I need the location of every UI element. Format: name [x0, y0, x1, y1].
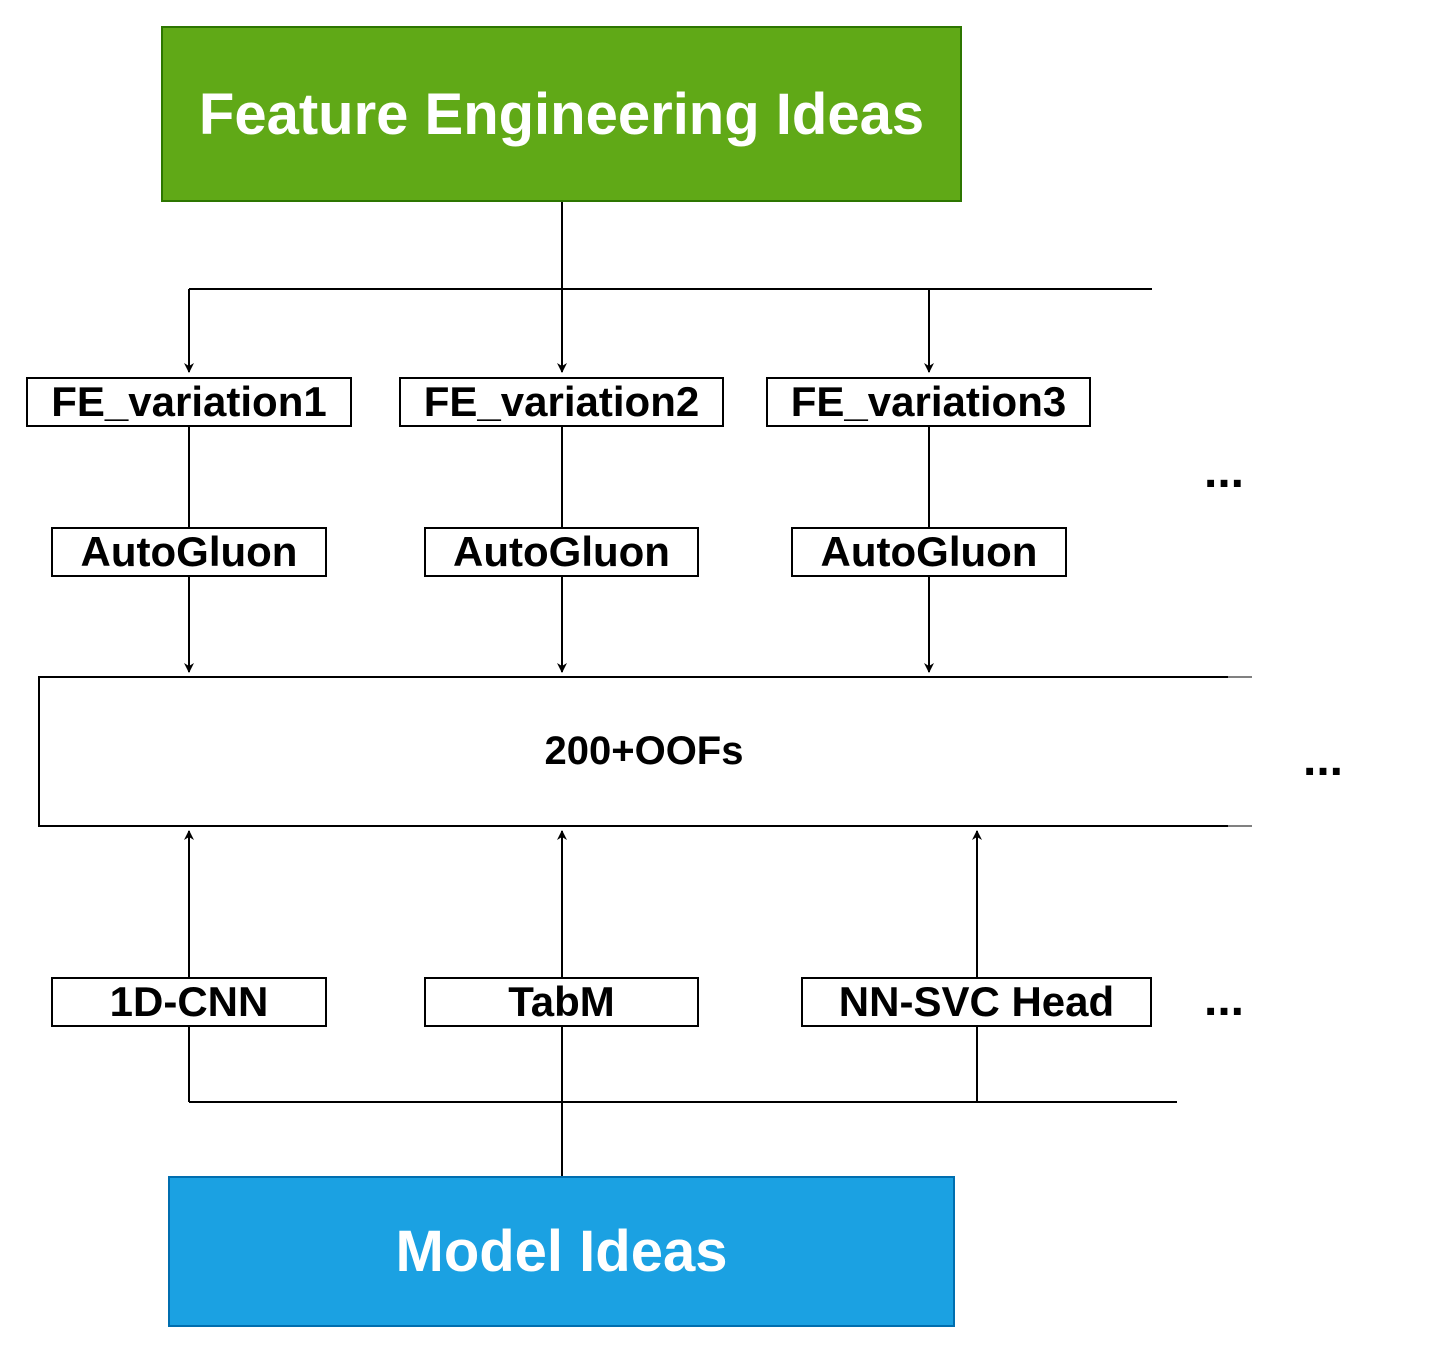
feature-engineering-ideas-label: Feature Engineering Ideas	[198, 81, 925, 147]
model-box-3: NN-SVC Head	[801, 977, 1152, 1027]
oof-pool-box: 200+OOFs	[38, 676, 1228, 827]
fe-variation-box-3: FE_variation3	[766, 377, 1091, 427]
model-label-3: NN-SVC Head	[838, 978, 1115, 1025]
learner-label-1: AutoGluon	[80, 528, 298, 575]
fe-variation-label-2: FE_variation2	[423, 378, 700, 425]
pool-ellipsis: ...	[1303, 733, 1344, 786]
fe-variation-box-2: FE_variation2	[399, 377, 724, 427]
model-ellipsis: ...	[1204, 973, 1245, 1026]
fe-ellipsis: ...	[1204, 445, 1245, 498]
fe-variation-label-1: FE_variation1	[51, 378, 327, 425]
fe-variation-box-1: FE_variation1	[26, 377, 352, 427]
learner-label-3: AutoGluon	[820, 528, 1038, 575]
learner-label-2: AutoGluon	[453, 528, 670, 575]
learner-box-1: AutoGluon	[51, 527, 327, 577]
fe-variation-label-3: FE_variation3	[790, 378, 1067, 425]
model-box-1: 1D-CNN	[51, 977, 327, 1027]
model-box-2: TabM	[424, 977, 699, 1027]
model-ideas-label: Model Ideas	[395, 1219, 728, 1284]
model-label-2: TabM	[508, 978, 615, 1025]
learner-box-3: AutoGluon	[791, 527, 1067, 577]
model-ideas-box: Model Ideas	[168, 1176, 955, 1327]
oof-pool-label: 200+OOFs	[544, 729, 744, 773]
model-label-1: 1D-CNN	[109, 978, 269, 1025]
learner-box-2: AutoGluon	[424, 527, 699, 577]
feature-engineering-ideas-box: Feature Engineering Ideas	[161, 26, 962, 202]
